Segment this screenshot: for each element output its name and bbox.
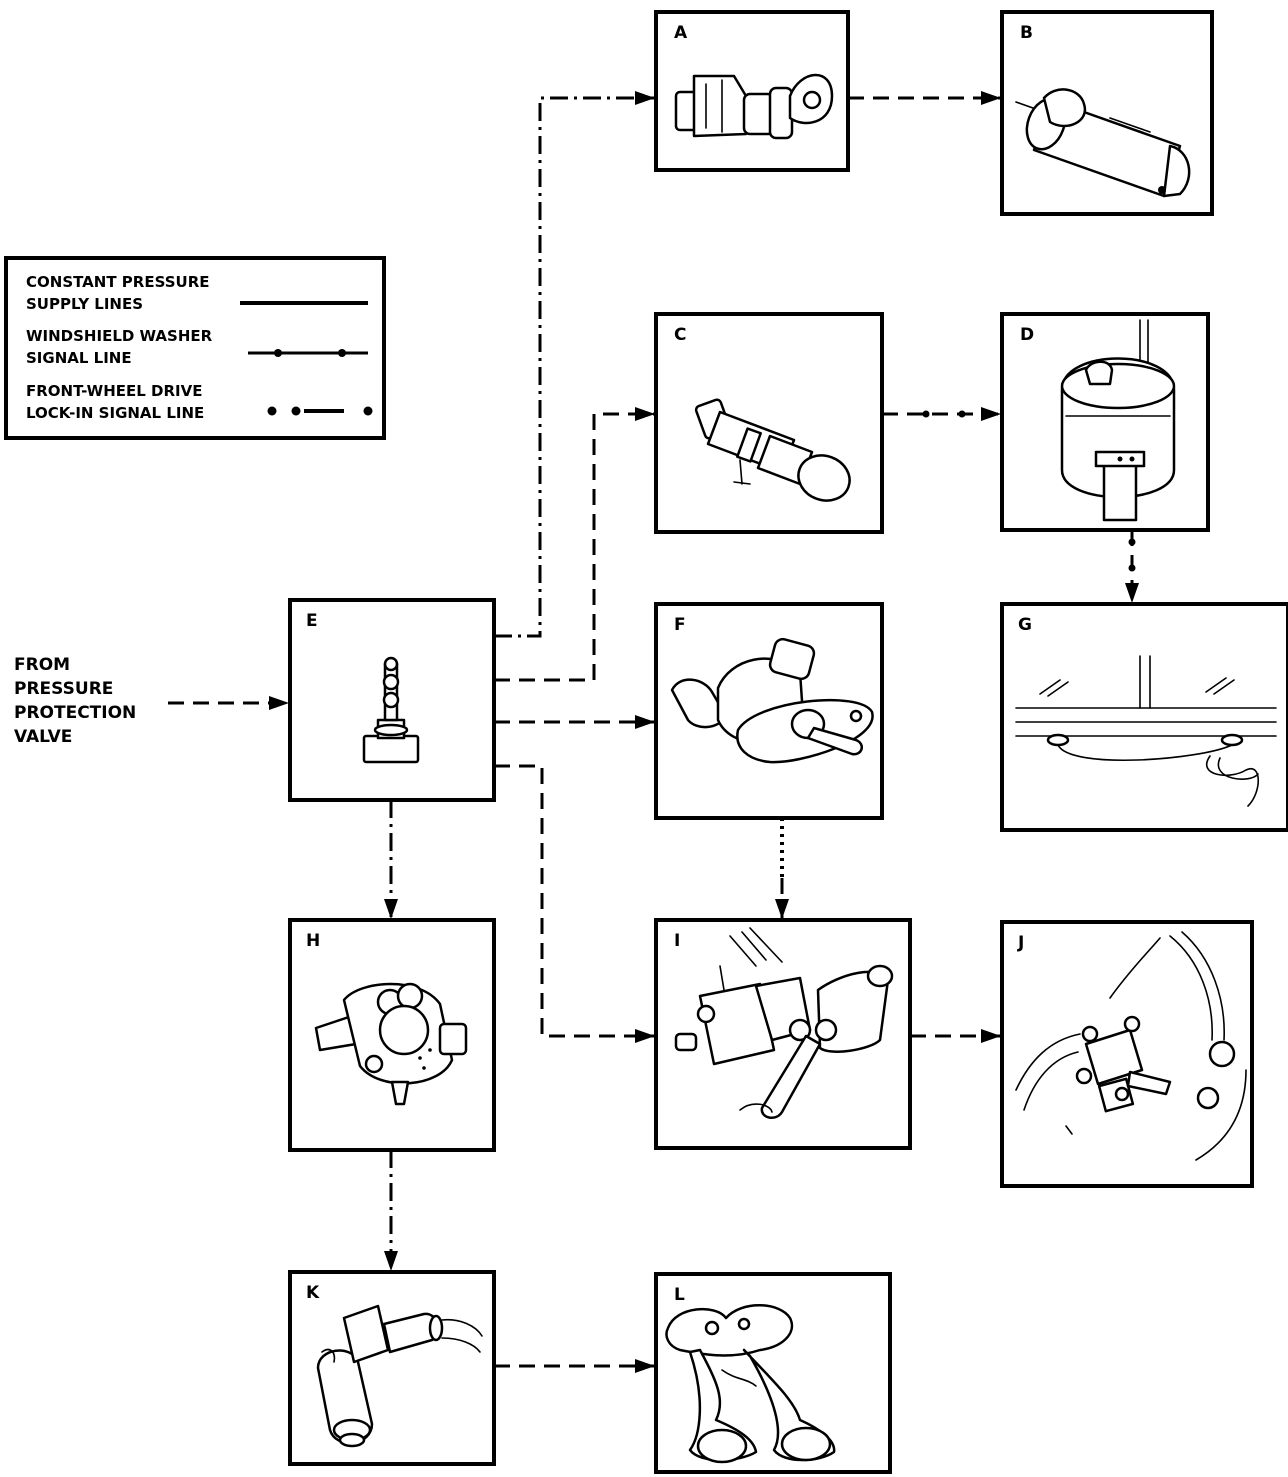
box-l: L (656, 1274, 890, 1472)
source-label-line-1: FROM (14, 655, 70, 675)
connector-e-to-a (494, 98, 654, 636)
connector-d-to-g (1129, 530, 1136, 602)
box-a-letter: A (674, 23, 688, 43)
box-d: D (1002, 314, 1208, 530)
box-a: A (656, 12, 848, 170)
box-d-letter: D (1020, 325, 1034, 345)
source-label-line-2: PRESSURE (14, 679, 113, 699)
box-f-letter: F (674, 615, 686, 635)
legend-windshield-label-2: SIGNAL LINE (26, 349, 132, 367)
box-l-letter: L (674, 1285, 685, 1305)
legend: CONSTANT PRESSURE SUPPLY LINES WINDSHIEL… (6, 258, 384, 438)
box-e-letter: E (306, 611, 318, 631)
box-i: I (656, 920, 910, 1148)
legend-front-wheel-label-1: FRONT-WHEEL DRIVE (26, 382, 203, 400)
box-j: J (1002, 922, 1252, 1186)
box-i-letter: I (674, 931, 680, 951)
connector-e-to-i (494, 766, 654, 1036)
legend-front-wheel-label-2: LOCK-IN SIGNAL LINE (26, 404, 204, 422)
source-label-line-3: PROTECTION (14, 703, 136, 723)
box-k-letter: K (306, 1283, 320, 1303)
box-h-letter: H (306, 931, 320, 951)
connector-c-to-d (882, 411, 1000, 418)
box-e: E (290, 600, 494, 800)
box-c: C (656, 314, 882, 532)
box-h: H (290, 920, 494, 1150)
box-k: K (290, 1272, 494, 1464)
legend-constant-pressure-label-1: CONSTANT PRESSURE (26, 273, 210, 291)
legend-constant-pressure-label-2: SUPPLY LINES (26, 295, 143, 313)
source-label: FROM PRESSURE PROTECTION VALVE (14, 655, 136, 747)
box-b: B (1002, 12, 1212, 214)
box-b-letter: B (1020, 23, 1033, 43)
box-c-letter: C (674, 325, 686, 345)
source-label-line-4: VALVE (14, 727, 72, 747)
box-g-letter: G (1018, 615, 1032, 635)
box-j-letter: J (1017, 933, 1024, 953)
legend-windshield-label-1: WINDSHIELD WASHER (26, 327, 213, 345)
box-f: F (656, 604, 882, 818)
box-g: G (1002, 604, 1288, 830)
connector-e-to-c (494, 414, 654, 680)
